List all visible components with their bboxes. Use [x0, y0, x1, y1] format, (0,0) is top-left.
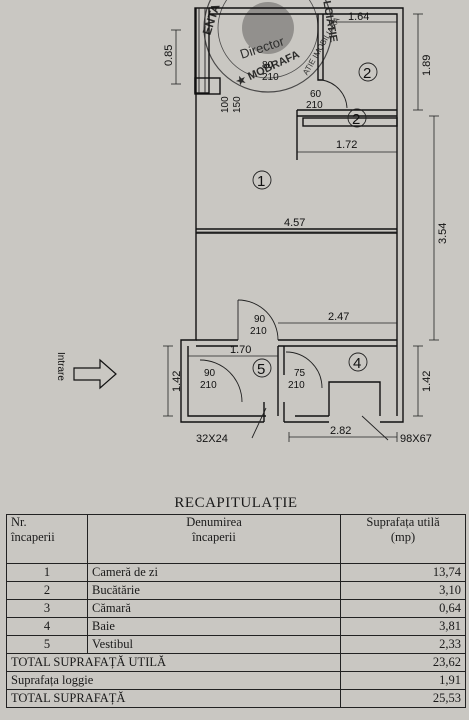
dim-right-top: 1.89: [421, 55, 433, 76]
row-name: Vestibul: [87, 635, 341, 654]
room-label-4: 4: [353, 355, 361, 372]
entry-arrow: Intrare: [55, 352, 117, 390]
row-area: 0,64: [340, 599, 466, 618]
header-nr: Nr. încaperii: [6, 514, 88, 564]
door-top-left-w: 80: [262, 60, 274, 71]
recap-table: Nr. încaperii Denumirea încaperii Supraf…: [6, 514, 466, 708]
windows: [251, 402, 389, 441]
dim-vest: 1.70: [230, 344, 251, 356]
row-area: 2,33: [340, 635, 466, 654]
room-label-2b: 2: [352, 111, 360, 128]
table-row: 4 Baie 3,81: [6, 617, 466, 636]
table-row: 3 Cămară 0,64: [6, 599, 466, 618]
doors: [199, 79, 348, 403]
row-nr: 1: [6, 563, 88, 582]
dimension-lines: [163, 13, 439, 442]
row-nr: 5: [6, 635, 88, 654]
header-den: Denumirea încaperii: [87, 514, 341, 564]
row-nr: 4: [6, 617, 88, 636]
room-labels: 2 2 1 4 5: [252, 62, 378, 378]
dim-room1-width: 4.57: [284, 217, 305, 229]
kitchen-walls: [296, 14, 398, 160]
total-label: TOTAL SUPRAFAȚĂ UTILĂ: [6, 653, 341, 672]
total-value: 25,53: [340, 689, 466, 708]
door-bath-w: 75: [294, 368, 306, 379]
table-row: 2 Bucătărie 3,10: [6, 581, 466, 600]
door-loggia-w: 100: [220, 96, 231, 113]
row-nr: 2: [6, 581, 88, 600]
loggia: [194, 7, 221, 95]
room-label-2a: 2: [363, 65, 371, 82]
dimension-labels: 1.64 1.89 0.85 1.72 4.57 3.54 2.47 1.70 …: [163, 11, 449, 445]
dim-right-bottom: 1.42: [421, 371, 433, 392]
total-value: 23,62: [340, 653, 466, 672]
row-area: 3,81: [340, 617, 466, 636]
row-name: Bucătărie: [87, 581, 341, 600]
row-name: Cameră de zi: [87, 563, 341, 582]
room-label-5: 5: [257, 361, 265, 378]
door-bath-h: 210: [288, 380, 305, 391]
row-nr: 3: [6, 599, 88, 618]
floor-plan: Director ENTA LCIATIE ★ MOBRAFA ATIE IMO…: [55, 0, 449, 445]
door-hall-w: 90: [254, 314, 266, 325]
window-right: 98X67: [400, 433, 432, 445]
door-kitchen-h: 210: [306, 100, 323, 111]
total-value: 1,91: [340, 671, 466, 690]
window-left: 32X24: [196, 433, 228, 445]
door-top-left-h: 210: [262, 72, 279, 83]
door-labels: 80 210 100 150 60 210 90 210 90 210 75 2…: [200, 60, 323, 391]
header-sup: Suprafața utilă (mp): [340, 514, 466, 564]
table-row: 1 Cameră de zi 13,74: [6, 563, 466, 582]
room-label-1: 1: [257, 173, 265, 190]
total-row: TOTAL SUPRAFAȚĂ 25,53: [6, 689, 466, 708]
total-label: Suprafața loggie: [6, 671, 341, 690]
row-area: 3,10: [340, 581, 466, 600]
dim-room2-inner: 1.72: [336, 139, 357, 151]
door-vest-h: 210: [200, 380, 217, 391]
entry-label: Intrare: [55, 352, 66, 381]
dim-top-right: 1.64: [348, 11, 369, 23]
door-hall-h: 210: [250, 326, 267, 337]
row-name: Baie: [87, 617, 341, 636]
row-name: Cămară: [87, 599, 341, 618]
dim-right-mid: 3.54: [437, 223, 449, 244]
dim-hall: 2.47: [328, 311, 349, 323]
dim-left-top: 0.85: [163, 45, 175, 66]
row-area: 13,74: [340, 563, 466, 582]
table-header-row: Nr. încaperii Denumirea încaperii Supraf…: [6, 514, 466, 564]
stamp-text-right2: ATIE IMOBILIARA: [301, 15, 342, 77]
total-row: TOTAL SUPRAFAȚĂ UTILĂ 23,62: [6, 653, 466, 672]
recap-section: RECAPITULAȚIE Nr. încaperii Denumirea în…: [6, 492, 466, 718]
table-row: 5 Vestibul 2,33: [6, 635, 466, 654]
door-loggia-h: 150: [232, 96, 243, 113]
stamp-text-left: ENTA: [200, 2, 223, 37]
recap-title: RECAPITULAȚIE: [174, 495, 298, 511]
door-vest-w: 90: [204, 368, 216, 379]
dim-bottom: 2.82: [330, 425, 351, 437]
total-row: Suprafața loggie 1,91: [6, 671, 466, 690]
dim-left-bottom: 1.42: [171, 371, 183, 392]
total-label: TOTAL SUPRAFAȚĂ: [6, 689, 341, 708]
door-kitchen-w: 60: [310, 89, 322, 100]
hall-walls: [196, 228, 397, 416]
